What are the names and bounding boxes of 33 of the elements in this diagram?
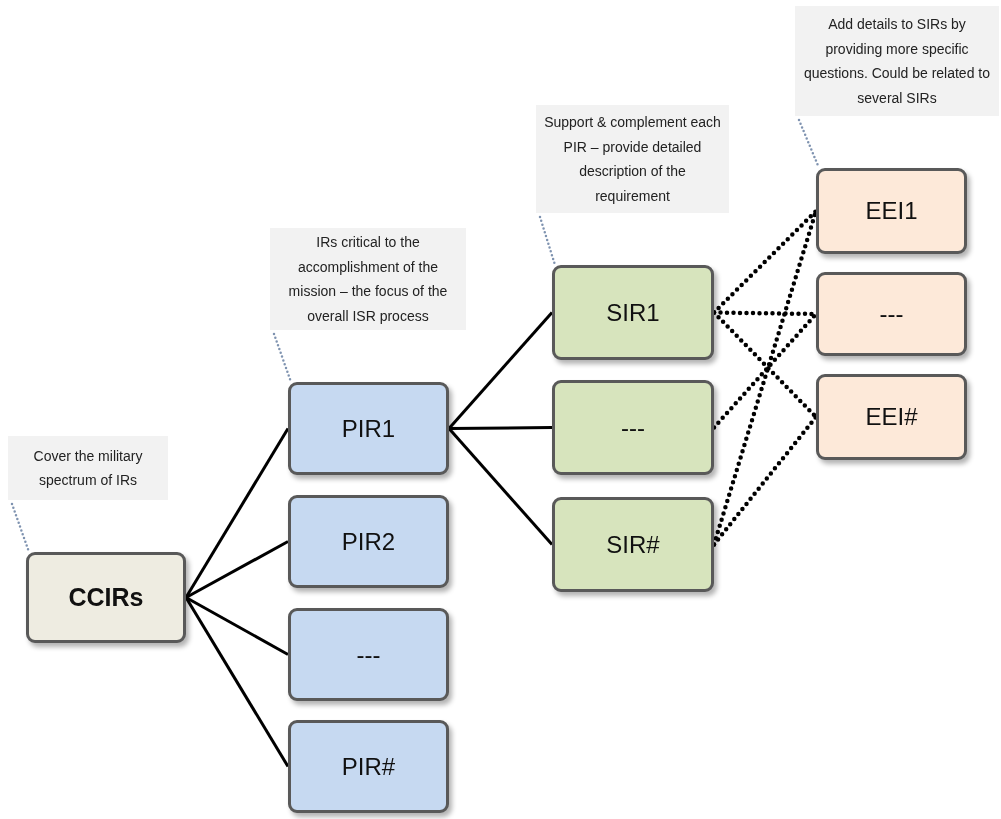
- box-label: EEI1: [865, 197, 918, 225]
- requirement-box: [288, 495, 449, 588]
- box-label: CCIRs: [68, 583, 144, 612]
- box-label: SIR1: [606, 298, 660, 327]
- requirement-box: [816, 374, 967, 460]
- box-label: ---: [621, 413, 645, 442]
- requirement-box: [816, 168, 967, 254]
- box-label: EEI#: [865, 403, 918, 431]
- requirement-box: [288, 382, 449, 475]
- leader-line: [538, 215, 557, 267]
- requirement-box: [816, 272, 967, 356]
- box-label: PIR2: [341, 527, 396, 556]
- requirement-box: [552, 380, 714, 475]
- box-label: ---: [356, 640, 381, 669]
- connector-line: [447, 311, 554, 430]
- callout-note: IRs critical to the accomplishment of the mission – the focus of the overall ISR process: [270, 228, 466, 330]
- box-label: PIR#: [341, 752, 396, 781]
- requirement-box: [26, 552, 186, 643]
- connector-line: [449, 426, 552, 430]
- connector-line: [185, 596, 289, 656]
- requirement-box: [288, 608, 449, 701]
- box-label: SIR#: [606, 530, 660, 559]
- connector-line: [185, 540, 289, 599]
- callout-note: Support & complement each PIR – provide detailed description of the requirement: [536, 105, 729, 213]
- box-label: PIR1: [341, 414, 396, 443]
- connector-line: [184, 596, 290, 768]
- callout-note: Cover the military spectrum of IRs: [8, 436, 168, 500]
- callout-note: Add details to SIRs by providing more specific questions. Could be related to several SIRs: [795, 6, 999, 116]
- requirement-box: [552, 497, 714, 592]
- requirement-box: [552, 265, 714, 360]
- box-label: ---: [879, 300, 904, 328]
- connector-line: [447, 427, 554, 546]
- requirement-box: [288, 720, 449, 813]
